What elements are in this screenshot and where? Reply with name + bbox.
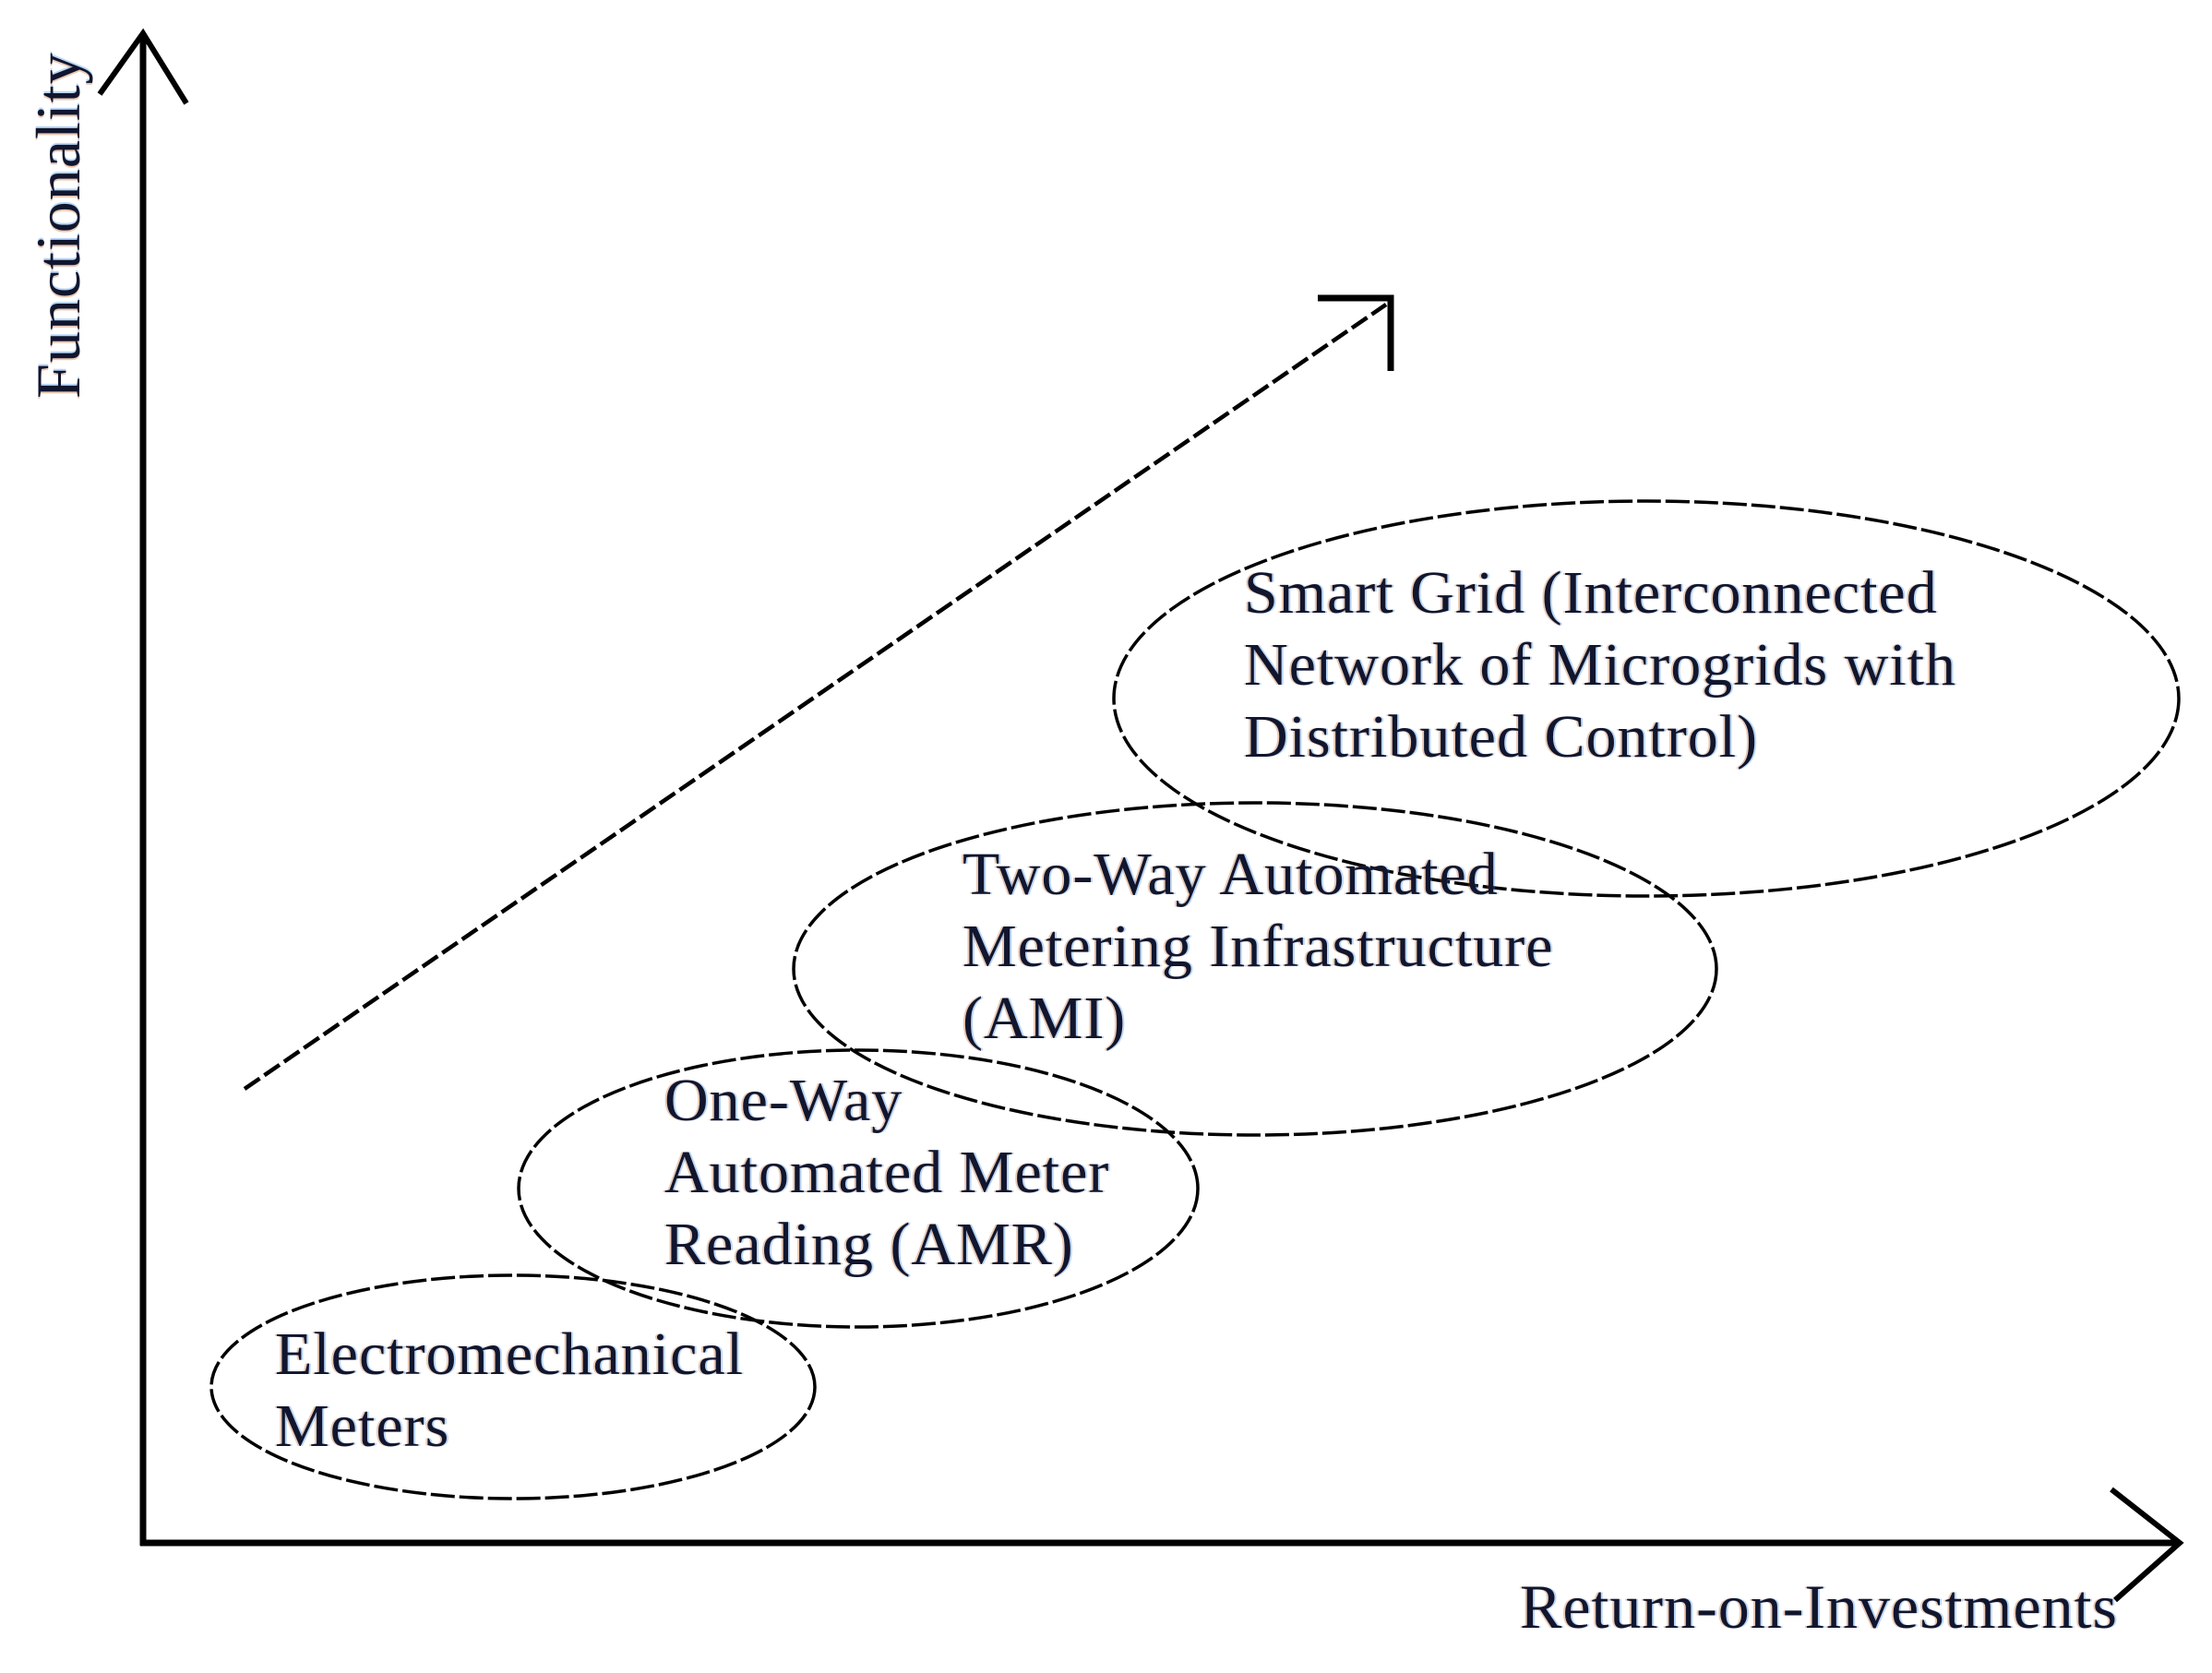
stage-ellipse-electromechanical	[209, 1273, 817, 1500]
trend-arrow-line	[243, 303, 1388, 1091]
stage-ellipse-smart-grid	[1112, 499, 2181, 898]
trend-arrowhead-icon	[1318, 294, 1394, 371]
stage-ellipse-amr	[517, 1048, 1200, 1329]
stage-ellipse-ami	[792, 801, 1718, 1137]
stage-label-two-way-ami: Two-Way Automated Metering Infrastructur…	[963, 841, 1554, 1052]
x-axis-title: Return-on-Investments	[1520, 1571, 2118, 1642]
stage-label-smart-grid: Smart Grid (Interconnected Network of Mi…	[1244, 559, 1957, 771]
stage-label-electromechanical-meters: Electromechanical Meters	[275, 1320, 745, 1460]
stage-label-one-way-amr: One-Way Automated Meter Reading (AMR)	[664, 1067, 1110, 1278]
y-axis-title: Functionality	[23, 52, 93, 399]
y-axis-arrowhead-icon	[97, 28, 189, 105]
x-axis-arrowhead-icon	[2110, 1487, 2184, 1603]
